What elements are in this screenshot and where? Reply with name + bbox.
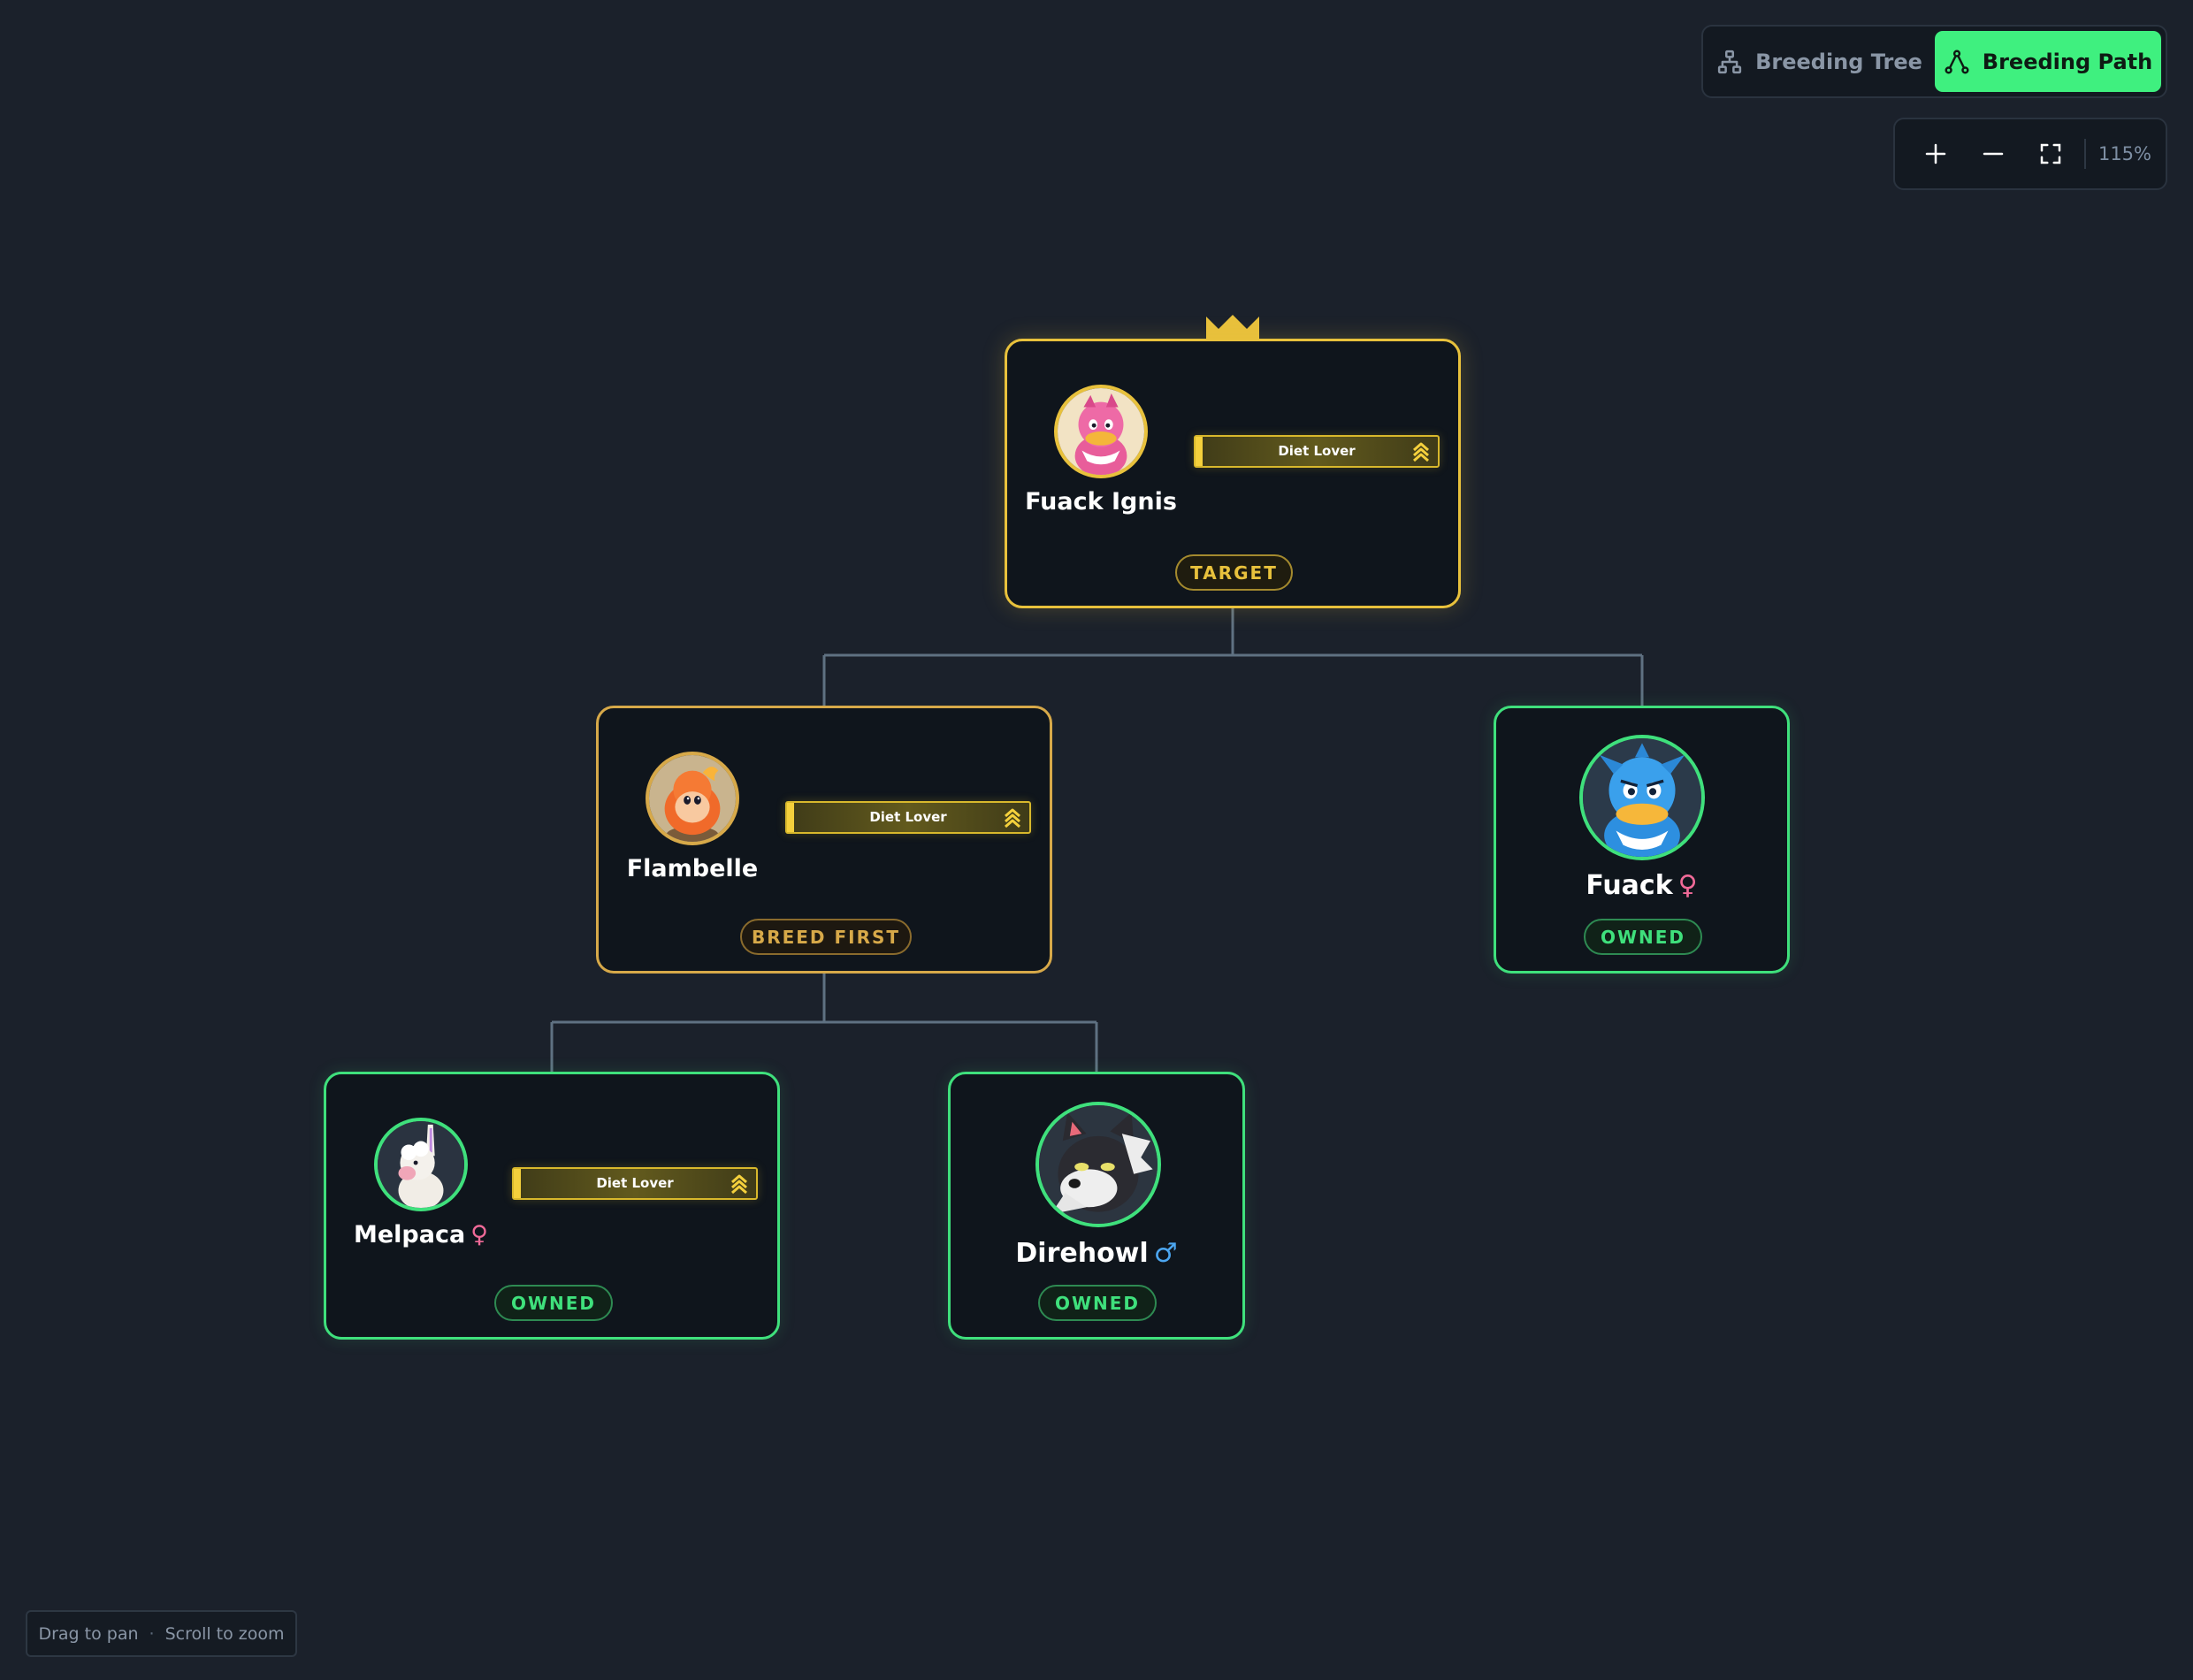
trait-stripe <box>1196 437 1203 466</box>
direhowl-avatar <box>1035 1102 1161 1227</box>
breeding-path-tab[interactable]: Breeding Path <box>1935 31 2161 92</box>
trait-label: Diet Lover <box>596 1175 674 1191</box>
zoom-out-button[interactable] <box>1968 127 2019 180</box>
crown-icon <box>1206 315 1259 345</box>
scroll-hint: Scroll to zoom <box>164 1623 285 1644</box>
path-icon <box>1945 50 1969 74</box>
fit-screen-button[interactable] <box>2025 127 2075 180</box>
zoom-divider <box>2084 139 2086 169</box>
trait-label: Diet Lover <box>1278 443 1356 459</box>
target-name: Fuack Ignis <box>1025 488 1177 515</box>
melpaca-name: Melpaca♀ <box>326 1221 516 1249</box>
melpaca-trait[interactable]: Diet Lover <box>512 1167 758 1200</box>
trait-stripe <box>787 803 794 832</box>
flambelle-avatar <box>646 752 739 845</box>
direhowl-name: Direhowl♂ <box>951 1238 1242 1269</box>
rank-up-icon <box>1413 442 1429 462</box>
fuack-ignis-avatar <box>1054 385 1148 478</box>
breeding-tree-tab[interactable]: Breeding Tree <box>1708 31 1931 92</box>
zoom-in-button[interactable] <box>1911 127 1961 180</box>
trait-stripe <box>514 1169 521 1198</box>
fuack-name: Fuack♀ <box>1496 870 1787 901</box>
drag-hint: Drag to pan <box>38 1623 139 1644</box>
owned-node-melpaca[interactable]: Melpaca♀ Diet Lover OWNED <box>324 1072 780 1340</box>
breed-first-trait[interactable]: Diet Lover <box>785 801 1031 834</box>
direhowl-portrait <box>1039 1105 1158 1224</box>
breed-first-name: Flambelle <box>626 855 759 882</box>
zoom-in-icon <box>1926 143 1946 164</box>
pal-name-text: Melpaca <box>354 1221 466 1249</box>
melpaca-portrait <box>378 1121 464 1208</box>
hint-separator: · <box>149 1623 155 1644</box>
pal-name-text: Direhowl <box>1015 1238 1149 1269</box>
pal-name-text: Fuack <box>1586 870 1673 901</box>
flambelle-portrait <box>649 755 736 842</box>
tree-icon <box>1717 50 1742 73</box>
rank-up-icon <box>731 1174 747 1195</box>
melpaca-avatar <box>374 1118 468 1211</box>
breed-first-node[interactable]: Flambelle Diet Lover BREED FIRST <box>596 706 1052 974</box>
breeding-tree-label: Breeding Tree <box>1755 49 1922 74</box>
target-trait[interactable]: Diet Lover <box>1194 435 1440 468</box>
female-icon: ♀ <box>1677 870 1698 901</box>
owned-badge: OWNED <box>1038 1285 1157 1321</box>
owned-badge: OWNED <box>1584 919 1702 955</box>
owned-node-fuack[interactable]: Fuack♀ OWNED <box>1494 706 1790 974</box>
zoom-level: 115% <box>2097 143 2151 164</box>
target-badge: TARGET <box>1175 554 1293 591</box>
fuack-portrait <box>1583 738 1701 857</box>
fuack-ignis-portrait <box>1058 388 1144 475</box>
target-node[interactable]: Fuack Ignis Diet Lover TARGET <box>1005 339 1461 608</box>
female-icon: ♀ <box>470 1221 488 1249</box>
trait-label: Diet Lover <box>869 809 947 825</box>
zoom-controls: 115% <box>1893 118 2167 190</box>
owned-node-direhowl[interactable]: Direhowl♂ OWNED <box>948 1072 1245 1340</box>
male-icon: ♂ <box>1153 1238 1178 1269</box>
zoom-out-icon <box>1983 152 2004 156</box>
fit-screen-icon <box>2040 143 2060 164</box>
canvas-hint: Drag to pan · Scroll to zoom <box>26 1610 297 1657</box>
rank-up-icon <box>1005 808 1020 829</box>
breeding-path-label: Breeding Path <box>1982 49 2153 74</box>
owned-badge: OWNED <box>494 1285 613 1321</box>
fuack-avatar <box>1579 735 1705 860</box>
breed-first-badge: BREED FIRST <box>740 919 912 955</box>
view-toggle: Breeding Tree Breeding Path <box>1701 25 2167 98</box>
